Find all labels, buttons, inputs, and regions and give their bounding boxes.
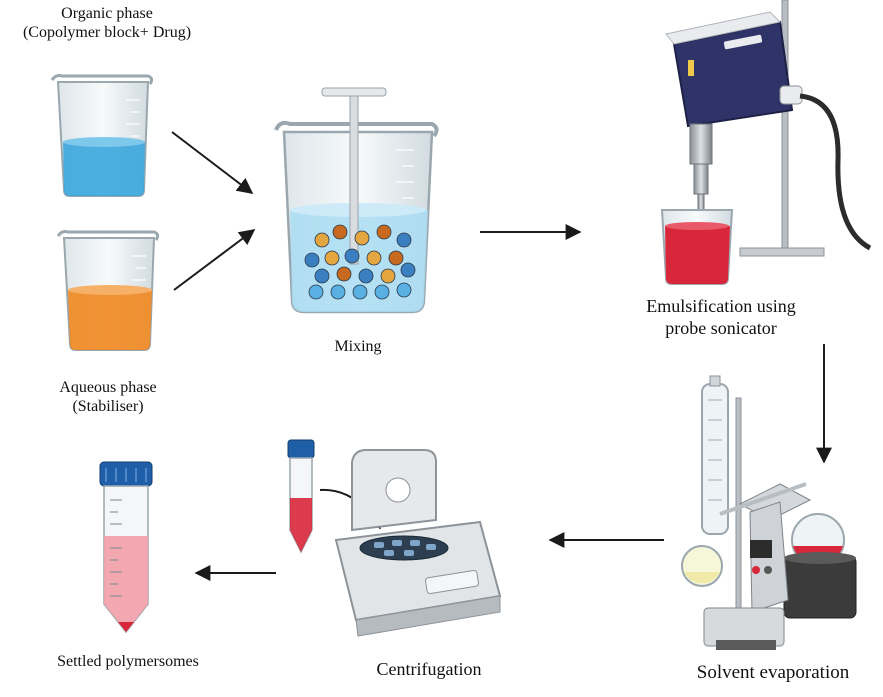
organic-phase-subtitle: (Copolymer block+ Drug): [22, 24, 192, 42]
aqueous-phase-title: Aqueous phase: [59, 379, 157, 396]
aqueous-phase-label: Aqueous phase (Stabiliser): [48, 378, 168, 416]
emulsification-line2: probe sonicator: [665, 317, 777, 338]
aqueous-phase-subtitle: (Stabiliser): [72, 398, 144, 416]
organic-phase-title: Organic phase: [61, 5, 153, 22]
arrow-aqueous-to-mixing: [173, 229, 256, 291]
settled-polymersomes-text: Settled polymersomes: [57, 653, 199, 670]
aqueous-liquid: [68, 290, 152, 350]
arrow-organic-to-mixing: [171, 131, 254, 194]
mixing-label: Mixing: [322, 337, 394, 356]
emulsification-line1: Emulsification using: [646, 296, 796, 316]
organic-beaker-icon: [50, 74, 154, 197]
organic-phase-label: Organic phase (Copolymer block+ Drug): [0, 4, 214, 42]
aqueous-beaker-icon: [56, 230, 160, 351]
emulsification-label: Emulsification using probe sonicator: [606, 296, 836, 339]
settled-polymersomes-label: Settled polymersomes: [36, 652, 220, 671]
settled-tube-icon: [99, 461, 153, 634]
solvent-evaporation-label: Solvent evaporation: [669, 662, 877, 685]
rotary-evaporator-icon: [681, 375, 857, 650]
centrifugation-text: Centrifugation: [376, 659, 482, 679]
solvent-evaporation-text: Solvent evaporation: [696, 662, 850, 683]
stirred-beaker-icon: [274, 87, 439, 314]
centrifuge-tube-icon: [287, 439, 381, 554]
probe-sonicator-icon: [660, 0, 872, 285]
centrifugation-label: Centrifugation: [354, 659, 504, 681]
centrifuge-icon: [334, 449, 502, 637]
mixing-text: Mixing: [334, 338, 382, 355]
organic-liquid: [63, 142, 145, 196]
